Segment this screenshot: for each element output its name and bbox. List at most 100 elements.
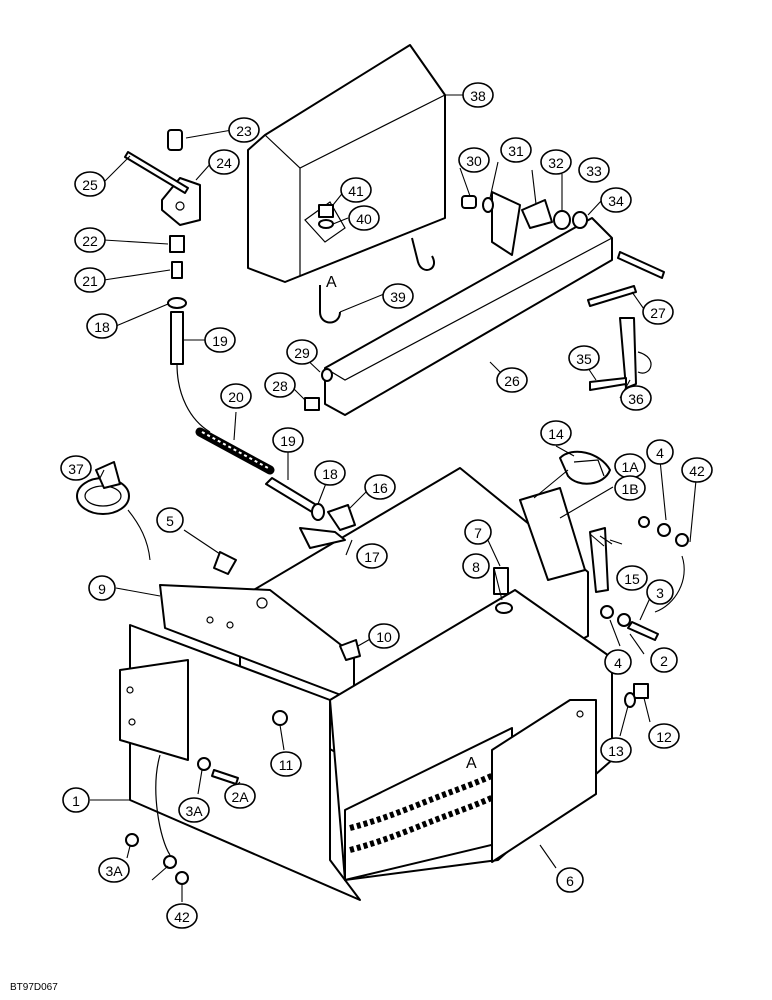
bolt-part-25 — [124, 151, 189, 194]
callout-8: 8 — [462, 553, 490, 579]
callout-38: 38 — [462, 82, 494, 108]
callout-text: 27 — [650, 305, 666, 321]
callout-text: 1 — [72, 793, 80, 809]
latch-part-36 — [619, 317, 652, 389]
callout-39: 39 — [382, 283, 414, 309]
callout-text: 2A — [231, 789, 249, 805]
callout-22: 22 — [74, 227, 106, 253]
callout-2: 2 — [650, 647, 678, 673]
callout-16: 16 — [364, 474, 396, 500]
callout-text: 32 — [548, 155, 564, 171]
callout-18: 18 — [86, 313, 118, 339]
washer-part-8 — [495, 602, 513, 614]
callout-6: 6 — [556, 867, 584, 893]
callout-text: 20 — [228, 389, 244, 405]
nut-part-11 — [272, 710, 288, 726]
callout-text: 42 — [174, 909, 190, 925]
callout-text: 4 — [656, 445, 664, 461]
cap-part-23 — [167, 129, 183, 151]
callout-4: 4 — [604, 649, 632, 675]
callout-13: 13 — [600, 737, 632, 763]
callout-14: 14 — [540, 420, 572, 446]
hardware-parts-2A-3A — [125, 757, 239, 885]
bolt-part-7 — [493, 567, 509, 595]
callout-3: 3 — [646, 579, 674, 605]
callout-33: 33 — [578, 157, 610, 183]
callout-text: 18 — [94, 319, 110, 335]
callout-text: 16 — [372, 480, 388, 496]
strap-part-15 — [589, 527, 609, 593]
strap-part-27 — [587, 251, 665, 307]
drawing-code: BT97D067 — [10, 982, 58, 993]
callout-9: 9 — [88, 575, 116, 601]
callout-text: 3A — [105, 863, 123, 879]
callout-text: 38 — [470, 88, 486, 104]
callout-text: 9 — [98, 581, 106, 597]
callout-21: 21 — [74, 267, 106, 293]
callout-text: 17 — [364, 549, 380, 565]
callout-text: 14 — [548, 426, 564, 442]
fitting-part-10 — [339, 639, 361, 661]
callout-18: 18 — [314, 460, 346, 486]
callout-text: 26 — [504, 373, 520, 389]
hose-part-19-lower — [265, 477, 319, 513]
clamp-part-18-lower — [311, 503, 325, 521]
callout-text: 11 — [279, 757, 294, 773]
fitting-part-5 — [213, 551, 237, 575]
washer-part-40 — [318, 219, 334, 229]
clamp-part-18 — [167, 297, 187, 309]
hardware-parts-30-34 — [461, 195, 588, 230]
callout-19: 19 — [272, 427, 304, 453]
callout-30: 30 — [458, 147, 490, 173]
fitting-part-22 — [169, 235, 185, 253]
callout-text: 24 — [216, 155, 232, 171]
section-mark-upper: A — [326, 274, 337, 291]
callout-text: 8 — [472, 559, 480, 575]
callout-text: 40 — [356, 211, 372, 227]
callout-23: 23 — [228, 117, 260, 143]
callout-5: 5 — [156, 507, 184, 533]
callout-1: 1 — [62, 787, 90, 813]
callout-text: 39 — [390, 289, 406, 305]
callout-text: 28 — [272, 378, 288, 394]
callout-text: 31 — [508, 143, 524, 159]
callout-text: 33 — [586, 163, 602, 179]
callout-text: 29 — [294, 345, 310, 361]
callout-text: 41 — [348, 183, 364, 199]
washer-part-29 — [321, 368, 333, 382]
callout-40: 40 — [348, 205, 380, 231]
callout-text: 7 — [474, 525, 482, 541]
callout-31: 31 — [500, 137, 532, 163]
callout-text: 19 — [280, 433, 296, 449]
callout-text: 42 — [689, 463, 705, 479]
callout-text: 21 — [82, 273, 98, 289]
callout-text: 1B — [621, 481, 638, 497]
callout-28: 28 — [264, 372, 296, 398]
callout-32: 32 — [540, 149, 572, 175]
bolt-part-28 — [304, 397, 320, 411]
callout-3a: 3A — [98, 857, 130, 883]
callout-7: 7 — [464, 519, 492, 545]
callout-text: 6 — [566, 873, 574, 889]
callout-20: 20 — [220, 383, 252, 409]
callout-text: 3 — [656, 585, 664, 601]
step-bar-part-26 — [324, 191, 613, 416]
callout-text: 12 — [656, 729, 672, 745]
hardware-parts-2-3-4-right — [600, 516, 689, 641]
callout-text: 22 — [82, 233, 98, 249]
callout-text: 10 — [376, 629, 392, 645]
callout-19: 19 — [204, 327, 236, 353]
callout-2a: 2A — [224, 783, 256, 809]
u-bolt-part-39 — [319, 237, 435, 324]
callout-1a: 1A — [614, 453, 646, 479]
callout-35: 35 — [568, 345, 600, 371]
bracket-part-24 — [161, 177, 201, 226]
callout-42: 42 — [681, 457, 713, 483]
hose-part-20 — [195, 427, 275, 475]
callout-26: 26 — [496, 367, 528, 393]
shield-part-9 — [159, 584, 355, 701]
callout-text: 23 — [236, 123, 252, 139]
callout-text: 2 — [660, 653, 668, 669]
callout-text: 4 — [614, 655, 622, 671]
